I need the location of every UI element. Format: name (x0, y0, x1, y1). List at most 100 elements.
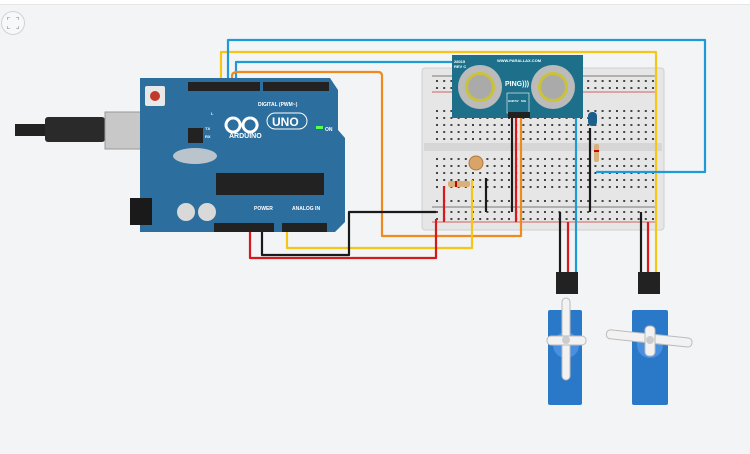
breadboard-hole (565, 179, 568, 181)
servo-2[interactable] (605, 272, 693, 405)
resistor-ldr[interactable] (448, 181, 470, 187)
breadboard-hole (565, 158, 568, 160)
breadboard-hole (486, 218, 489, 220)
breadboard-hole (587, 218, 590, 220)
breadboard-hole (580, 131, 582, 133)
breadboard-hole (565, 172, 568, 174)
breadboard-hole (587, 110, 590, 112)
breadboard-hole (608, 87, 611, 89)
breadboard-hole (652, 186, 654, 188)
breadboard-hole (608, 110, 611, 112)
breadboard-hole (558, 172, 561, 174)
breadboard-hole (630, 87, 633, 89)
breadboard-hole (565, 165, 568, 167)
breadboard-hole (601, 186, 604, 188)
breadboard-hole (536, 138, 539, 140)
breadboard-hole (652, 179, 654, 181)
breadboard-hole (630, 211, 633, 213)
breadboard-hole (529, 211, 532, 213)
breadboard-hole (436, 211, 438, 213)
breadboard-hole (508, 165, 510, 167)
led-blue[interactable] (588, 112, 597, 126)
breadboard-hole (450, 110, 453, 112)
photoresistor[interactable] (468, 155, 484, 171)
breadboard-hole (536, 131, 539, 133)
breadboard-hole (601, 218, 604, 220)
breadboard-hole (536, 186, 539, 188)
servo-1[interactable] (546, 272, 587, 405)
usb-cable (15, 111, 151, 150)
breadboard-hole (529, 138, 532, 140)
breadboard-hole (572, 158, 575, 160)
breadboard-hole (637, 200, 640, 202)
breadboard-hole (457, 158, 460, 160)
breadboard-hole (457, 200, 460, 202)
breadboard-hole (443, 131, 446, 133)
breadboard-hole (608, 186, 611, 188)
breadboard-hole (616, 87, 618, 89)
breadboard-hole (630, 138, 633, 140)
breadboard-hole (637, 211, 640, 213)
breadboard-hole (436, 186, 438, 188)
wire-red-5v[interactable] (248, 219, 438, 260)
breadboard-hole (544, 124, 546, 126)
breadboard-hole (508, 200, 510, 202)
breadboard-hole (479, 124, 482, 126)
breadboard-hole (652, 211, 654, 213)
fit-to-view-button[interactable] (1, 11, 25, 35)
breadboard-hole (558, 186, 561, 188)
breadboard-hole (436, 165, 438, 167)
breadboard-hole (616, 165, 618, 167)
breadboard-hole (457, 211, 460, 213)
wire-black-gnd[interactable] (260, 210, 436, 257)
breadboard-hole (587, 124, 590, 126)
breadboard-hole (572, 165, 575, 167)
breadboard-hole (486, 131, 489, 133)
breadboard-hole (443, 80, 446, 82)
breadboard-hole (551, 211, 554, 213)
header-power (214, 223, 274, 232)
breadboard-hole (630, 80, 633, 82)
reset-button[interactable] (150, 91, 160, 101)
breadboard-hole (637, 80, 640, 82)
breadboard-hole (450, 211, 453, 213)
breadboard-hole (522, 131, 525, 133)
wire-orange-pin11-ping[interactable] (230, 70, 523, 238)
breadboard-hole (580, 165, 582, 167)
breadboard-hole (479, 172, 482, 174)
wire-yellow-pin13-servo2[interactable] (219, 50, 658, 278)
breadboard-hole (536, 200, 539, 202)
breadboard-hole (544, 158, 546, 160)
breadboard-hole (522, 211, 525, 213)
breadboard-hole (637, 110, 640, 112)
arduino-uno[interactable]: ARDUINO UNO DIGITAL (PWM~) POWER ANALOG … (130, 78, 345, 232)
breadboard-hole (493, 158, 496, 160)
header-digital-high (188, 82, 260, 91)
breadboard-hole (623, 80, 626, 82)
breadboard-hole (630, 110, 633, 112)
breadboard-hole (630, 200, 633, 202)
breadboard-hole (601, 138, 604, 140)
breadboard-hole (450, 131, 453, 133)
breadboard-hole (623, 117, 626, 119)
wire-yellow-a0-ldr[interactable] (285, 180, 474, 250)
breadboard-hole (637, 218, 640, 220)
resistor-led[interactable] (594, 144, 599, 162)
breadboard-hole (587, 87, 590, 89)
breadboard-hole (616, 158, 618, 160)
breadboard-hole (443, 179, 446, 181)
ping-sensor[interactable]: 28015 REV C WWW.PARALLAX.COM PING))) GND… (452, 55, 583, 118)
breadboard-hole (623, 110, 626, 112)
breadboard-hole (652, 200, 654, 202)
breadboard-hole (443, 165, 446, 167)
header-analog (282, 223, 327, 232)
breadboard-hole (572, 172, 575, 174)
breadboard-hole (587, 211, 590, 213)
wire-blue-pin12-resistor[interactable] (226, 38, 707, 174)
ping-rev: REV C (454, 64, 466, 69)
breadboard-hole (608, 124, 611, 126)
breadboard-hole (630, 218, 633, 220)
breadboard-hole (601, 165, 604, 167)
breadboard-hole (529, 172, 532, 174)
